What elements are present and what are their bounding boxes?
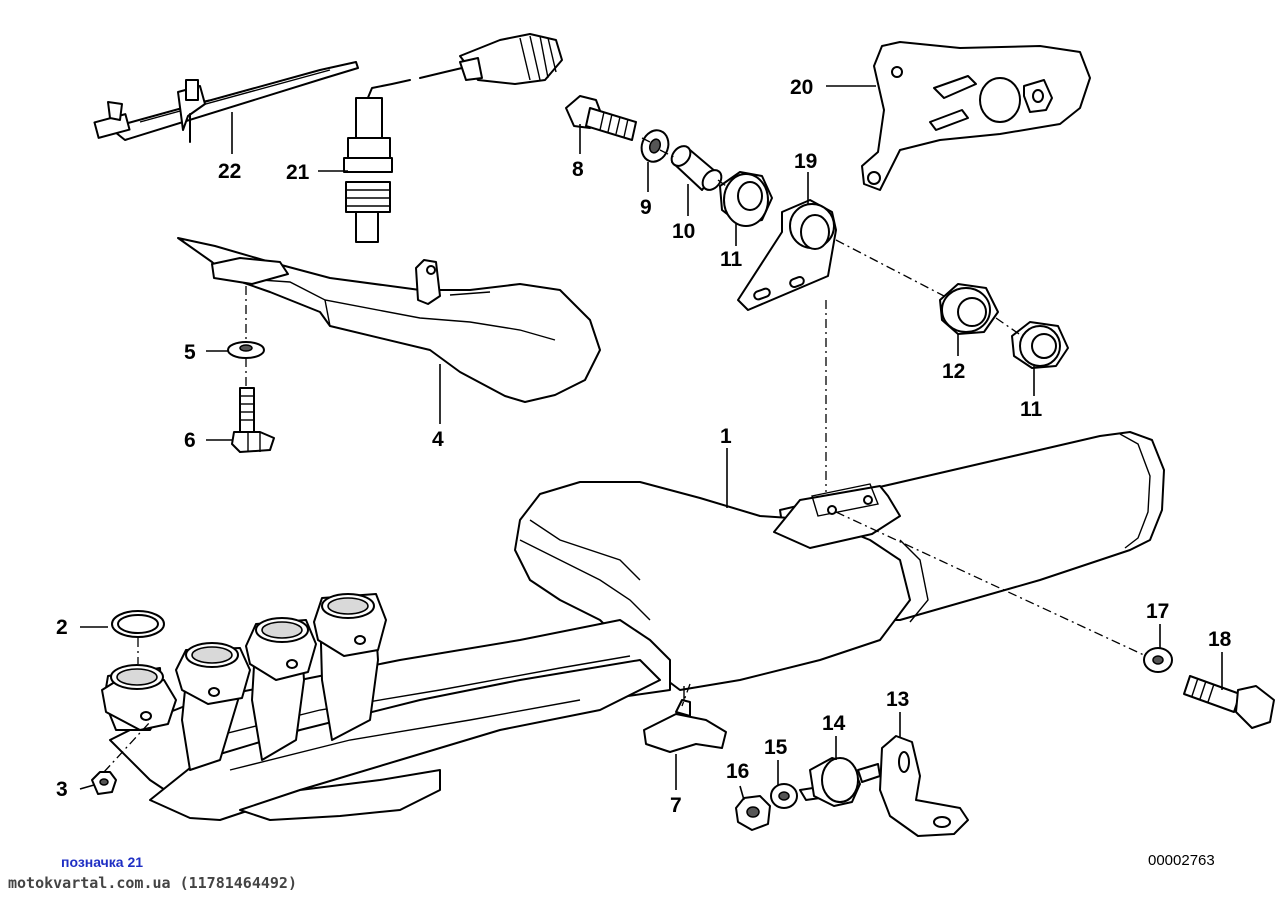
label-part-3: 3 <box>56 778 68 801</box>
clamp-7 <box>643 686 727 753</box>
label-part-17: 17 <box>1146 600 1169 623</box>
footer-site-text: motokvartal.com.ua (11781464492) <box>8 874 297 892</box>
cable-tie <box>93 61 359 143</box>
bolt-6 <box>231 387 275 453</box>
label-part-20: 20 <box>790 76 813 99</box>
bracket-20 <box>861 41 1091 191</box>
grommet-11-top <box>719 171 773 227</box>
rubber-mount-14 <box>799 757 881 807</box>
part-labels: 1 2 3 4 5 6 7 8 9 10 11 11 12 13 14 15 1… <box>56 76 1232 817</box>
label-part-11-top: 11 <box>720 248 743 271</box>
label-part-14: 14 <box>822 712 846 735</box>
grommet-12 <box>939 283 999 335</box>
washer-15 <box>770 783 798 809</box>
label-part-21: 21 <box>286 161 310 184</box>
label-part-5: 5 <box>184 341 196 364</box>
label-part-19: 19 <box>794 150 817 173</box>
bracket-13 <box>879 735 969 837</box>
flange-nut-16 <box>735 795 771 831</box>
bolt-8 <box>565 95 637 141</box>
assembly-lines <box>103 137 1147 773</box>
label-part-12: 12 <box>942 360 965 383</box>
label-part-15: 15 <box>764 736 788 759</box>
sleeve-10 <box>670 145 723 191</box>
footer-part-link[interactable]: позначка 21 <box>61 854 144 870</box>
label-part-1: 1 <box>720 425 732 448</box>
diagram-reference-code: 00002763 <box>1148 852 1215 869</box>
label-part-10: 10 <box>672 220 695 243</box>
exhaust-silencer <box>101 431 1165 821</box>
label-part-7: 7 <box>670 794 682 817</box>
label-part-13: 13 <box>886 688 909 711</box>
label-part-16: 16 <box>726 760 749 783</box>
washer-5 <box>227 341 265 359</box>
oxygen-sensor <box>343 33 563 243</box>
leader-lines <box>79 85 1223 801</box>
bolt-18 <box>1183 675 1275 729</box>
label-part-8: 8 <box>572 158 584 181</box>
washer-9 <box>640 129 670 163</box>
label-part-22: 22 <box>218 160 241 183</box>
heat-shield <box>177 237 601 403</box>
grommet-11-right <box>1011 321 1069 369</box>
label-part-4: 4 <box>432 428 444 451</box>
bracket-19 <box>737 199 837 311</box>
label-part-18: 18 <box>1208 628 1232 651</box>
label-part-9: 9 <box>640 196 652 219</box>
gasket-2 <box>111 610 165 638</box>
washer-17 <box>1143 647 1173 673</box>
label-part-6: 6 <box>184 429 196 452</box>
nut-3 <box>91 771 117 795</box>
label-part-11-right: 11 <box>1020 398 1043 421</box>
label-part-2: 2 <box>56 616 68 639</box>
